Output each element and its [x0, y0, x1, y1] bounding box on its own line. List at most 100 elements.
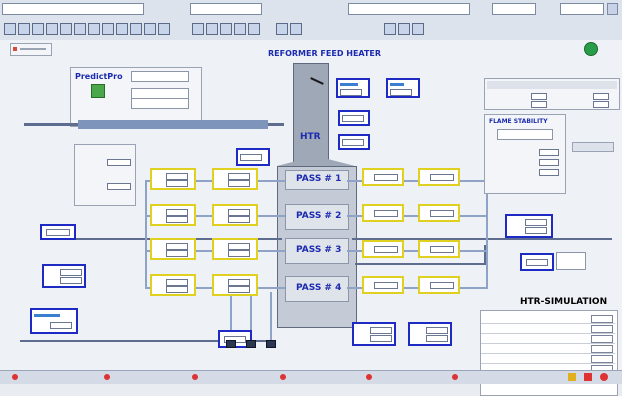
stack-temp-tag[interactable] [338, 134, 370, 150]
pass-3-section[interactable]: PASS # 3 [285, 238, 349, 264]
document-icon[interactable] [234, 23, 246, 35]
predictpro-icon[interactable] [91, 84, 105, 98]
edit-icon[interactable] [290, 23, 302, 35]
back-icon[interactable] [18, 23, 30, 35]
pass4-skin-temp-tag[interactable] [362, 276, 404, 294]
pass-4-section[interactable]: PASS # 4 [285, 276, 349, 302]
pass3-skin-temp-tag[interactable] [362, 240, 404, 258]
help-icon[interactable] [607, 3, 618, 15]
htr-change-ctrl-label [572, 142, 614, 152]
pass-1-outlet-pipe [347, 180, 487, 182]
pass-2-section[interactable]: PASS # 2 [285, 204, 349, 230]
trend-icon[interactable] [116, 23, 128, 35]
chart-icon[interactable] [60, 23, 72, 35]
alarm-indicator-icon[interactable] [192, 374, 198, 380]
pass3-flow-ctlr-tag[interactable] [150, 238, 196, 260]
fuel-gas-ctlr-tag[interactable] [42, 264, 86, 288]
flame-stability-label: FLAME STABILITY [489, 118, 548, 125]
flame-stability-panel: FLAME STABILITY [484, 114, 566, 194]
sim-row [481, 344, 615, 354]
zoom-icon[interactable] [102, 23, 114, 35]
silence-icon[interactable] [584, 373, 592, 381]
disable-simulation-button[interactable] [131, 71, 189, 82]
camera-icon[interactable] [248, 23, 260, 35]
stack-draft-press-tag[interactable] [236, 148, 270, 166]
pass-1-section[interactable]: PASS # 1 [285, 170, 349, 190]
pilot-gas-tag[interactable] [408, 322, 452, 346]
pass1-out-temp-tag[interactable] [418, 168, 460, 186]
pass-4-label: PASS # 4 [296, 283, 342, 293]
pass2-skin-temp-tag[interactable] [362, 204, 404, 222]
pass4-flow-ctlr-tag[interactable] [150, 274, 196, 296]
pass1-flow-ctlr-tag[interactable] [150, 168, 196, 190]
recycle-riser [484, 245, 486, 265]
context-select[interactable] [2, 3, 144, 15]
burner-line-2 [250, 292, 252, 340]
report-icon[interactable] [130, 23, 142, 35]
burner-line-3 [270, 292, 272, 340]
alarm-indicator-icon[interactable] [104, 374, 110, 380]
pass2-out-temp-tag[interactable] [418, 204, 460, 222]
home-icon[interactable] [4, 23, 16, 35]
legend-panel [10, 43, 52, 56]
pass1-skin-temp-tag[interactable] [362, 168, 404, 186]
alarm-indicator-icon[interactable] [280, 374, 286, 380]
clipboard-icon[interactable] [412, 23, 424, 35]
capture-baseline-button[interactable] [497, 129, 553, 140]
stack-o2-tag[interactable] [386, 78, 420, 98]
pass3-out-temp-tag[interactable] [418, 240, 460, 258]
toolbar [0, 18, 622, 41]
alarm-indicator-icon[interactable] [452, 374, 458, 380]
alarm-bell-icon[interactable] [600, 373, 608, 381]
stack-o2-ctlr-tag[interactable] [336, 78, 370, 98]
inlet-temp-tag[interactable] [40, 224, 76, 240]
acknowledge-icon[interactable] [568, 373, 576, 381]
calendar-icon[interactable] [276, 23, 288, 35]
alarm-icon[interactable] [206, 23, 218, 35]
table-icon[interactable] [144, 23, 156, 35]
fuel-gas-flow-tag[interactable] [30, 308, 78, 334]
window-title-bar [0, 0, 622, 19]
pass2-flow-ctlr-tag[interactable] [150, 204, 196, 226]
print-icon[interactable] [88, 23, 100, 35]
pass1-flow-tag[interactable] [212, 168, 258, 190]
sim-row [481, 314, 615, 324]
pointer-icon[interactable] [384, 23, 396, 35]
alarm-indicator-icon[interactable] [366, 374, 372, 380]
forward-icon[interactable] [32, 23, 44, 35]
htr-label: HTR [300, 132, 321, 142]
user-select[interactable] [348, 3, 470, 15]
date-display [492, 3, 536, 15]
inlet-pressure-panel [74, 144, 136, 206]
recycle-flow-tag[interactable] [520, 253, 554, 271]
target-icon[interactable] [398, 23, 410, 35]
put-in-offline-control-button[interactable] [131, 98, 189, 109]
burner-valve-icon[interactable] [226, 340, 236, 348]
event-icon[interactable] [220, 23, 232, 35]
pass-1-label: PASS # 1 [296, 174, 342, 184]
pass-4-outlet-pipe [347, 287, 487, 289]
burner-valve-icon[interactable] [246, 340, 256, 348]
save-icon[interactable] [74, 23, 86, 35]
pass-3-outlet-pipe [347, 250, 487, 252]
inlet-manifold [145, 180, 147, 289]
view-select[interactable] [190, 3, 262, 15]
burner-valve-icon[interactable] [266, 340, 276, 348]
grid-icon[interactable] [46, 23, 58, 35]
process-canvas: REFORMER FEED HEATER PredictPro HTR PASS… [0, 40, 622, 396]
pmo-logo-icon [584, 42, 598, 56]
pass2-flow-tag[interactable] [212, 204, 258, 226]
alarm-indicator-icon[interactable] [12, 374, 18, 380]
fuel-gas-pressure-ctlr-tag[interactable] [352, 322, 396, 346]
pass3-flow-tag[interactable] [212, 238, 258, 260]
stack [293, 63, 329, 168]
pass4-out-temp-tag[interactable] [418, 276, 460, 294]
outlet-temp-ctlr-tag[interactable] [505, 214, 553, 238]
navigate-icon[interactable] [192, 23, 204, 35]
status-bar [0, 370, 622, 384]
pass4-flow-tag[interactable] [212, 274, 258, 296]
config-icon[interactable] [158, 23, 170, 35]
stack-draft-tag[interactable] [338, 110, 370, 126]
process-out-pipe [352, 238, 612, 240]
burner-line-1 [230, 292, 232, 340]
